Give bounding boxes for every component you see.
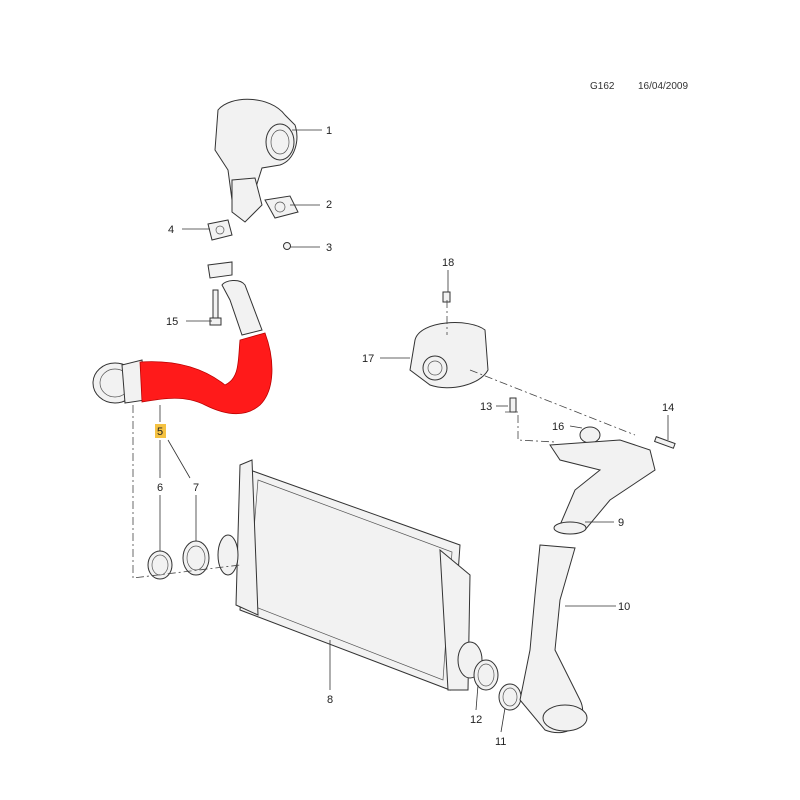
part-nut-3[interactable] xyxy=(283,242,291,250)
part-pipe-upper[interactable] xyxy=(92,261,263,404)
part-turbocharger[interactable] xyxy=(214,98,298,223)
diagram-code: G162 xyxy=(590,81,615,92)
callout-5-highlight xyxy=(155,424,166,438)
part-hose-5-highlighted[interactable] xyxy=(139,332,273,415)
part-hose-10[interactable] xyxy=(519,544,588,734)
part-seal-ring-6[interactable] xyxy=(147,550,173,580)
part-gasket-4[interactable] xyxy=(207,219,233,241)
part-bolt-18[interactable] xyxy=(442,291,451,303)
callout-1[interactable]: 1 xyxy=(326,125,332,137)
part-bolt-14[interactable] xyxy=(653,436,676,449)
callout-6[interactable]: 6 xyxy=(157,482,163,494)
callout-18[interactable]: 18 xyxy=(442,257,454,269)
part-throttle-body[interactable] xyxy=(409,322,489,389)
callout-10[interactable]: 10 xyxy=(618,601,630,613)
part-seal-16[interactable] xyxy=(579,426,601,444)
callout-17[interactable]: 17 xyxy=(362,353,374,365)
part-seal-ring-11[interactable] xyxy=(498,683,522,711)
callout-11[interactable]: 11 xyxy=(495,736,506,748)
part-intercooler[interactable] xyxy=(217,459,483,691)
part-pipe-9[interactable] xyxy=(549,439,656,535)
part-gasket-2[interactable] xyxy=(264,195,299,219)
diagram-date: 16/04/2009 xyxy=(638,81,688,92)
callout-8[interactable]: 8 xyxy=(327,694,333,706)
callout-15[interactable]: 15 xyxy=(166,316,178,328)
part-clamp-12[interactable] xyxy=(473,659,499,691)
callout-7[interactable]: 7 xyxy=(193,482,199,494)
part-clamp-7[interactable] xyxy=(182,540,210,576)
part-bolt-13[interactable] xyxy=(509,397,517,413)
callout-3[interactable]: 3 xyxy=(326,242,332,254)
callout-13[interactable]: 13 xyxy=(480,401,492,413)
callout-9[interactable]: 9 xyxy=(618,517,624,529)
callout-2[interactable]: 2 xyxy=(326,199,332,211)
callout-14[interactable]: 14 xyxy=(662,402,674,414)
callout-4[interactable]: 4 xyxy=(168,224,174,236)
part-bolt-15[interactable] xyxy=(209,289,222,326)
callout-12[interactable]: 12 xyxy=(470,714,482,726)
callout-16[interactable]: 16 xyxy=(552,421,564,433)
callout-5[interactable]: 5 xyxy=(157,426,163,438)
